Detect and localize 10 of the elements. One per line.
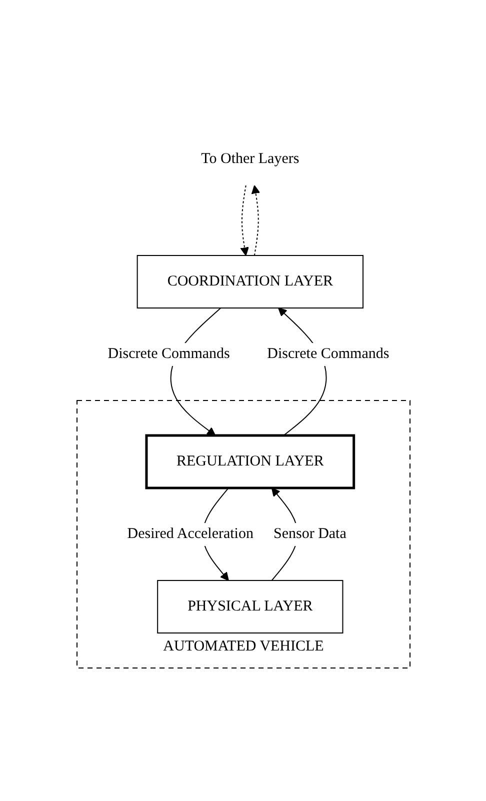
node-box: PHYSICAL LAYER xyxy=(156,580,343,634)
edge-label: Discrete Commands xyxy=(107,346,230,362)
arrow xyxy=(240,185,248,256)
node-box: COORDINATION LAYER xyxy=(136,255,363,308)
edge-label: Discrete Commands xyxy=(266,346,389,362)
edge-label: Sensor Data xyxy=(272,526,346,542)
node-box: REGULATION LAYER xyxy=(144,434,355,490)
edge-label: Desired Acceleration xyxy=(126,526,253,542)
node-text: To Other Layers xyxy=(200,151,299,168)
arrow xyxy=(250,185,260,256)
